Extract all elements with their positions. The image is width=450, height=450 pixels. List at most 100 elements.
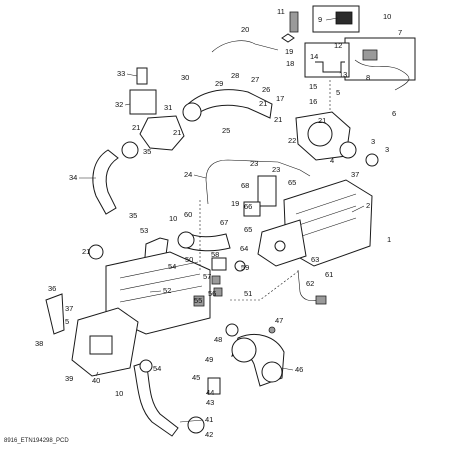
callout-37-b: 37 [65, 304, 73, 313]
leader-2 [351, 205, 365, 213]
bracket-14 [315, 61, 345, 73]
leader-32 [124, 103, 131, 106]
callout-10-b: 10 [169, 214, 177, 223]
callout-29: 29 [215, 79, 223, 88]
clamp-44 [207, 377, 221, 395]
callout-2: 2 [366, 201, 370, 210]
callout-55: 55 [194, 296, 202, 305]
callout-39: 39 [65, 374, 73, 383]
leader-41 [179, 419, 204, 423]
callout-59: 59 [241, 263, 249, 272]
valve-11 [289, 11, 299, 33]
elbow-outlet [261, 361, 283, 383]
callout-42: 42 [205, 430, 213, 439]
callout-28: 28 [231, 71, 239, 80]
figure-caption: 8916_ETN194298_PCD [4, 438, 69, 444]
sensor-harness-6 [354, 59, 410, 91]
cooler-fins [295, 193, 357, 239]
aftertreatment-ribs [119, 261, 203, 303]
dashed-link-b [230, 269, 301, 301]
callout-13: 13 [339, 70, 347, 79]
callout-12: 12 [334, 41, 342, 50]
callout-21-e: 21 [318, 116, 326, 125]
part-9-cover [335, 11, 353, 25]
callout-62: 62 [306, 279, 314, 288]
callout-56: 56 [208, 289, 216, 298]
intake-duct-29 [185, 89, 273, 119]
callout-34: 34 [69, 173, 77, 182]
callout-43: 43 [206, 398, 214, 407]
callout-21-d: 21 [274, 115, 282, 124]
callout-19: 19 [285, 47, 293, 56]
housing-32 [129, 89, 157, 115]
leader-33 [126, 73, 138, 77]
callout-48: 48 [214, 335, 222, 344]
callout-31: 31 [164, 103, 172, 112]
callout-36: 36 [48, 284, 56, 293]
callout-18: 18 [286, 59, 294, 68]
callout-68: 68 [241, 181, 249, 190]
callout-3-b: 3 [385, 145, 389, 154]
callout-4: 4 [330, 156, 334, 165]
callout-66: 66 [244, 202, 252, 211]
actuator-58 [211, 257, 227, 271]
clamp-42 [187, 416, 205, 434]
callout-26: 26 [262, 85, 270, 94]
gasket-21b [88, 244, 104, 260]
callout-17: 17 [276, 94, 284, 103]
bracket-window [89, 335, 113, 355]
callout-41: 41 [205, 415, 213, 424]
callout-35-b: 35 [129, 211, 137, 220]
callout-46: 46 [295, 365, 303, 374]
callout-11: 11 [277, 7, 285, 16]
callout-35-a: 35 [143, 147, 151, 156]
clip-13 [281, 33, 295, 43]
callout-15: 15 [309, 82, 317, 91]
callout-53: 53 [140, 226, 148, 235]
callout-5-b: 5 [65, 317, 69, 326]
outlet-port-4 [339, 141, 357, 159]
bracket-66 [243, 201, 261, 217]
callout-50: 50 [185, 255, 193, 264]
callout-21-a: 21 [259, 99, 267, 108]
callout-44: 44 [206, 388, 214, 397]
callout-21-f: 21 [82, 247, 90, 256]
callout-6: 6 [392, 109, 396, 118]
callout-63: 63 [311, 255, 319, 264]
flange-30 [182, 102, 202, 122]
fitting-56 [213, 287, 223, 297]
callout-64: 64 [240, 244, 248, 253]
callout-45: 45 [192, 373, 200, 382]
callout-67: 67 [220, 218, 228, 227]
gasket-54 [139, 359, 153, 373]
gasket-3 [365, 153, 379, 167]
callout-33: 33 [117, 69, 125, 78]
callout-9: 9 [318, 15, 322, 24]
callout-22: 22 [288, 136, 296, 145]
flange-60 [177, 231, 195, 249]
callout-60: 60 [184, 210, 192, 219]
callout-57: 57 [203, 272, 211, 281]
sensor-33 [136, 67, 148, 85]
callout-21-c: 21 [173, 128, 181, 137]
pipe-60 [181, 231, 231, 252]
manifold-31 [139, 115, 185, 151]
harness-62 [297, 269, 319, 302]
callout-10-c: 10 [115, 389, 123, 398]
gasket-21a [121, 141, 139, 159]
elbow-port [231, 337, 257, 363]
callout-47: 47 [275, 316, 283, 325]
callout-21-b: 21 [132, 123, 140, 132]
callout-58: 58 [211, 250, 219, 259]
callout-25: 25 [222, 126, 230, 135]
leader-9 [325, 17, 339, 21]
bolt-47 [268, 326, 276, 334]
callout-27: 27 [251, 75, 259, 84]
callout-52: 52 [163, 286, 171, 295]
callout-38: 38 [35, 339, 43, 348]
leader-24 [193, 174, 207, 179]
callout-49: 49 [205, 355, 213, 364]
connector-62 [315, 295, 327, 305]
callout-16: 16 [309, 97, 317, 106]
